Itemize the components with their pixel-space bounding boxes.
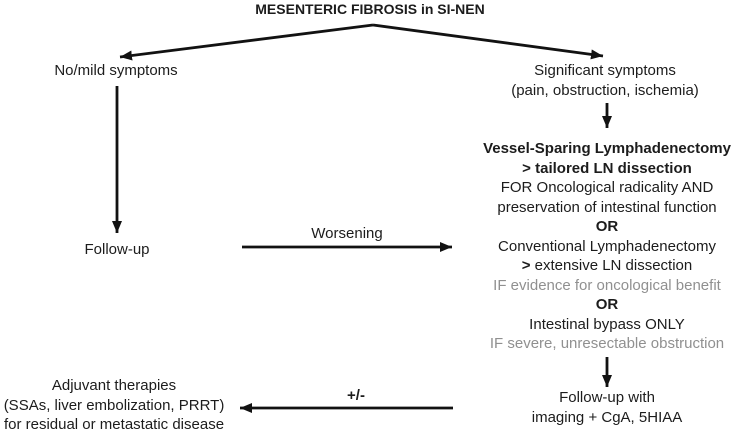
treatment-line: Vessel-Sparing Lymphadenectomy bbox=[483, 140, 731, 157]
treatment-line: FOR Oncological radicality AND bbox=[500, 179, 714, 196]
node-sublabel: (SSAs, liver embolization, PRRT) bbox=[3, 396, 225, 414]
treatment-line-or: OR bbox=[595, 296, 619, 313]
node-no-mild-symptoms: No/mild symptoms bbox=[54, 61, 177, 81]
treatment-line-qualifier: IF severe, unresectable obstruction bbox=[489, 335, 725, 352]
treatment-line: > tailored LN dissection bbox=[522, 159, 692, 177]
node-follow-up-imaging: Follow-up with imaging + CgA, 5HIAA bbox=[532, 388, 683, 427]
node-sublabel: (pain, obstruction, ischemia) bbox=[511, 81, 699, 99]
treatment-line-qualifier: IF evidence for oncological benefit bbox=[493, 276, 721, 294]
node-adjuvant-therapies: Adjuvant therapies (SSAs, liver emboliza… bbox=[4, 376, 225, 435]
node-sublabel: for residual or metastatic disease bbox=[3, 416, 225, 433]
figure-title: MESENTERIC FIBROSIS in SI-NEN bbox=[255, 1, 485, 17]
node-label: No/mild symptoms bbox=[54, 62, 178, 79]
node-label: Follow-up bbox=[84, 241, 150, 258]
node-treatment-options: Vessel-Sparing Lymphadenectomy > tailore… bbox=[483, 139, 731, 354]
node-follow-up: Follow-up bbox=[84, 240, 149, 260]
treatment-line: Conventional Lymphadenectomy bbox=[498, 237, 716, 255]
branch-right-arrow bbox=[372, 23, 604, 60]
treatment-line-text: extensive LN dissection bbox=[534, 257, 693, 274]
node-significant-symptoms: Significant symptoms (pain, obstruction,… bbox=[511, 61, 699, 100]
plus-minus-label: +/- bbox=[347, 387, 365, 404]
branch-left-arrow bbox=[119, 23, 374, 61]
gt-symbol: > bbox=[521, 257, 531, 274]
node-sublabel: imaging + CgA, 5HIAA bbox=[531, 408, 683, 426]
treatment-line-or: OR bbox=[595, 218, 619, 235]
node-label: Significant symptoms bbox=[534, 62, 676, 79]
node-label: Adjuvant therapies bbox=[51, 377, 177, 394]
node-label: Follow-up with bbox=[559, 389, 655, 406]
treatment-line: > extensive LN dissection bbox=[483, 256, 731, 276]
worsening-label: Worsening bbox=[311, 225, 383, 242]
treatment-line: preservation of intestinal function bbox=[497, 198, 717, 216]
treatment-line: Intestinal bypass ONLY bbox=[529, 315, 685, 333]
